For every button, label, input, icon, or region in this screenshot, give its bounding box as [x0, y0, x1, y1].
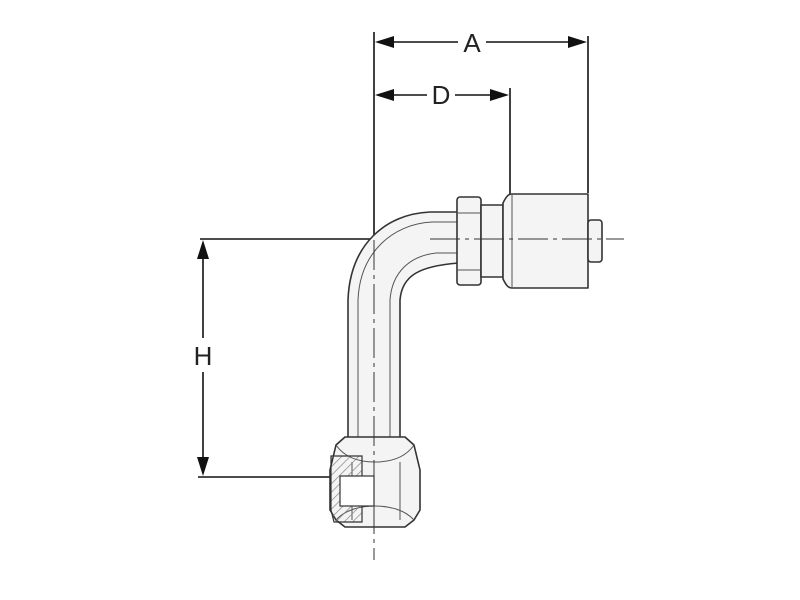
ferrule-body — [502, 193, 589, 289]
dimension-d: D — [375, 80, 509, 110]
swivel-nut — [329, 436, 421, 528]
arrowhead — [197, 457, 209, 476]
dimension-h-label: H — [194, 341, 213, 371]
hose-stub — [587, 219, 603, 263]
ferrule — [502, 193, 589, 289]
elbow-body — [347, 211, 460, 441]
elbow-contour-inner — [389, 252, 459, 440]
elbow-contour-outer — [357, 221, 459, 440]
arrowhead — [568, 36, 587, 48]
dimension-h: H — [194, 240, 213, 476]
arrowhead — [375, 89, 394, 101]
hose-stub-body — [587, 219, 603, 263]
collar — [480, 204, 504, 278]
dimension-d-label: D — [432, 80, 451, 110]
arrowhead — [197, 240, 209, 259]
arrowhead — [375, 36, 394, 48]
centerlines — [373, 238, 624, 560]
hex-flange — [456, 196, 482, 286]
bore-cutout — [339, 475, 375, 507]
collar-body — [480, 204, 504, 278]
arrowhead — [490, 89, 509, 101]
dimension-a-label: A — [463, 28, 481, 58]
hex-flange-body — [456, 196, 482, 286]
dimension-a: A — [375, 28, 587, 58]
elbow-tube — [347, 211, 460, 441]
